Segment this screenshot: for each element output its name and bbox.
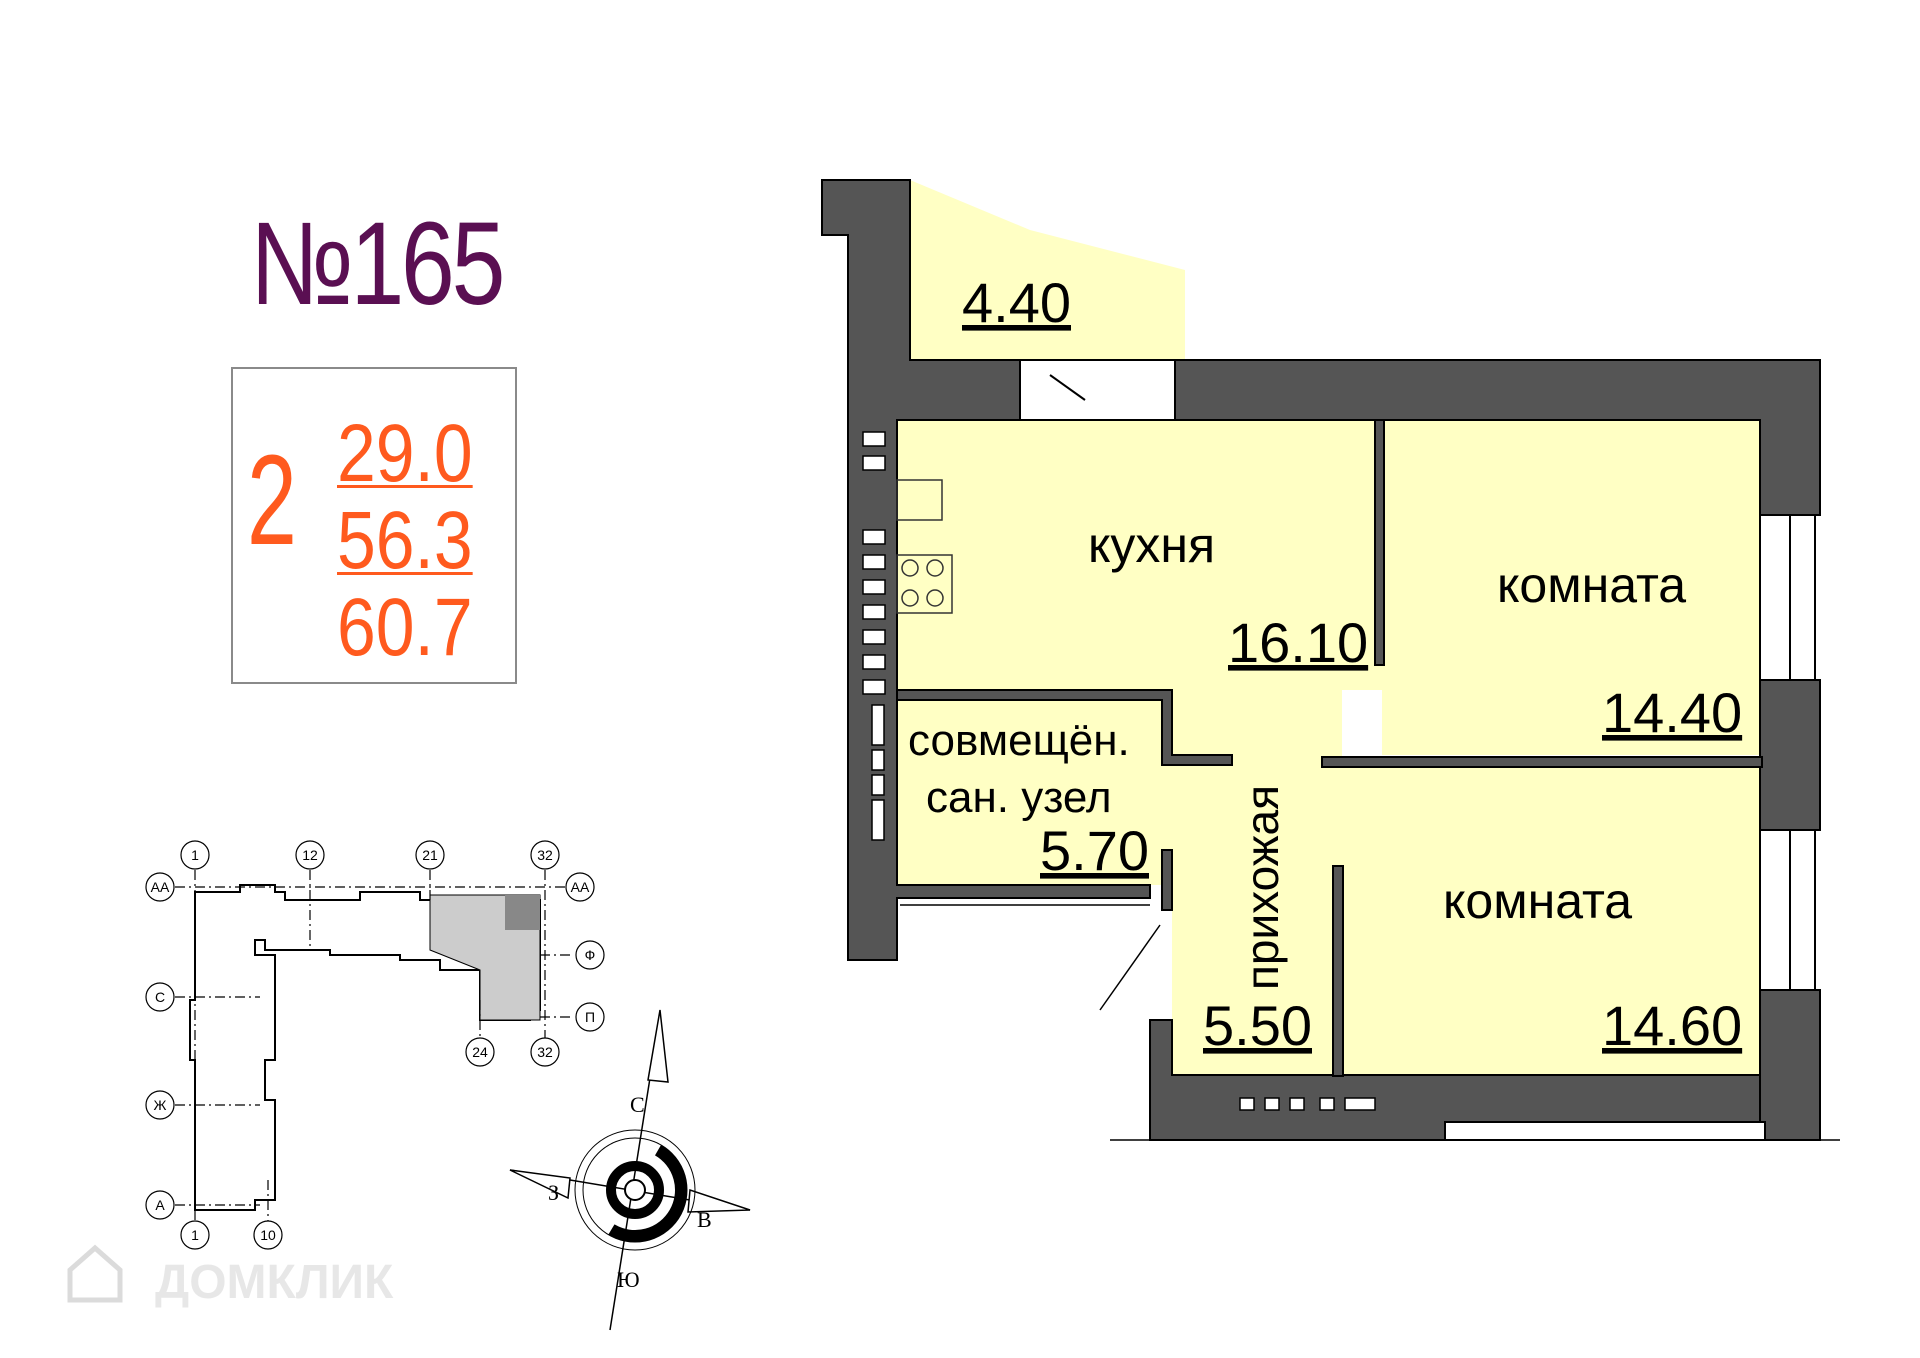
compass-center [624,1179,646,1201]
bathroom-fill [897,700,1172,885]
compass-west: З [548,1180,559,1205]
key-plan: 1 12 21 32 1 10 24 32 АА С Ж А АА Ф П [145,840,605,1250]
west-arrow-icon [509,1169,571,1200]
axis-top-1: 1 [191,847,199,863]
window-room1 [1759,514,1816,681]
partition-room1-room2 [1321,756,1763,768]
partition-bathroom-top [896,689,1233,766]
axis-top-32: 32 [537,847,553,863]
hallway-label: прихожая [1236,785,1288,990]
axis-right-f: Ф [585,947,596,963]
window-bottom [1444,1121,1766,1141]
stove [896,554,953,614]
room-labels: 4.40 кухня 16.10 комната 14.40 совмещён.… [908,271,1742,1057]
room2-label: комната [1443,873,1632,929]
axis-left-s: С [155,989,165,1005]
partition-kitchen-room1 [1374,419,1385,666]
house-icon [67,1244,123,1303]
compass: С Ю В З [509,1009,751,1331]
area-info-box: 2 29.0 56.3 60.7 [231,367,517,684]
axis-right-aa: АА [571,879,590,895]
balcony-fill [910,180,1185,360]
total-area: 56.3 [337,495,473,586]
compass-east: В [697,1207,712,1232]
door-swings [900,904,1161,1011]
balcony-area: 4.40 [962,271,1071,334]
axis-top-21: 21 [422,847,438,863]
compass-south: Ю [617,1267,640,1292]
axis-bottom-32: 32 [537,1044,553,1060]
area-with-balcony: 60.7 [337,582,473,673]
vent-blocks [862,431,1376,1111]
room1-fill [1382,420,1762,755]
room2-area: 14.60 [1602,994,1742,1057]
kitchen-fill [897,420,1382,690]
apartment-number: №165 [250,198,505,330]
partition-bathroom-door [1161,849,1173,911]
axis-left-a: А [155,1197,165,1213]
room1-label: комната [1497,557,1686,613]
axis-top-12: 12 [302,847,318,863]
axis-bottom-10: 10 [260,1227,276,1243]
axis-bottom-24: 24 [472,1044,488,1060]
axis-left-aa: АА [151,879,170,895]
bathroom-label-line2: сан. узел [926,773,1112,822]
sink [896,479,943,521]
building-outline [189,884,541,1211]
windows [1019,359,1816,1141]
room2-fill [1342,765,1762,1075]
watermark-text: ДОМКЛИК [155,1256,394,1309]
apartment-marker [505,895,540,930]
east-arrow-icon [687,1188,751,1213]
rooms-count: 2 [247,429,297,572]
axis-right-p: П [585,1009,595,1025]
outer-wall-right-bottom [1759,989,1821,1141]
balcony-door [1019,359,1176,421]
bathroom-area: 5.70 [1040,819,1149,882]
kitchen-label: кухня [1088,517,1215,573]
bathroom-label-line1: совмещён. [908,716,1130,765]
compass-ring-outer [574,1129,696,1251]
compass-north: С [630,1092,645,1117]
partition-hall-room2 [1332,865,1344,1077]
window-room2 [1759,829,1816,991]
watermark: ДОМКЛИК [67,1244,394,1309]
kitchen-area: 16.10 [1228,611,1368,674]
north-arrow-icon [647,1009,669,1083]
kitchen-appliances [896,479,953,614]
room1-area: 14.40 [1602,681,1742,744]
hallway-area: 5.50 [1203,994,1312,1057]
axis-bottom-1: 1 [191,1227,199,1243]
axis-left-zh: Ж [154,1097,167,1113]
living-area: 29.0 [337,408,473,499]
outer-wall-right-mid [1759,679,1821,831]
room-fills [897,180,1762,1075]
